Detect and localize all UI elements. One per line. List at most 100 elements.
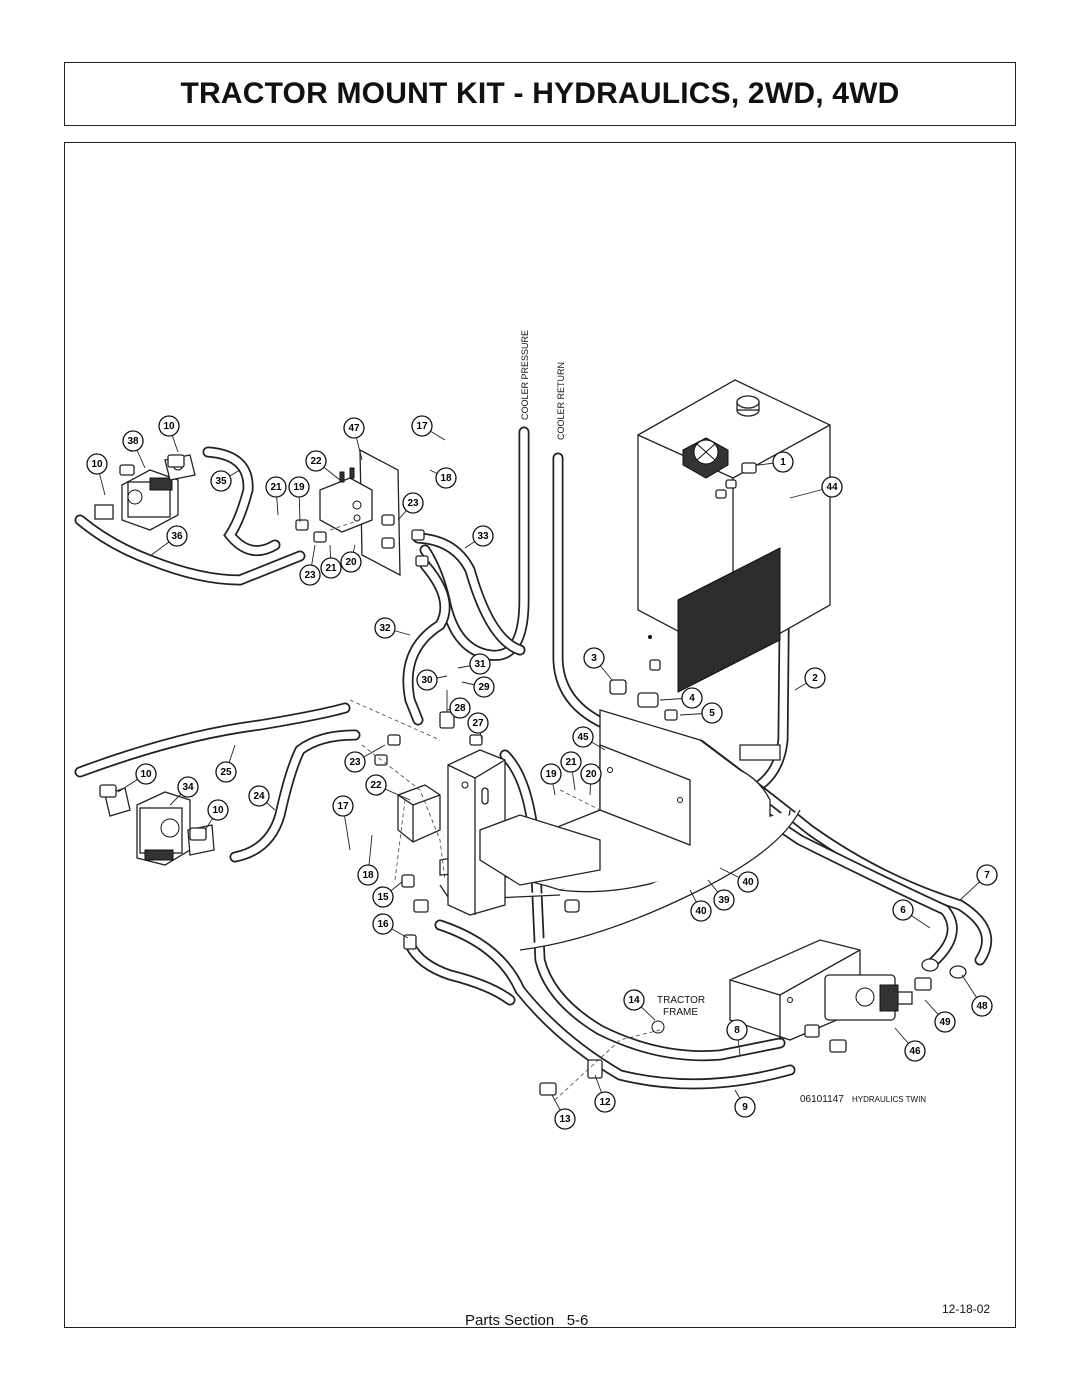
callout-balloon: [554, 1108, 576, 1130]
callout-23: 23: [344, 744, 386, 773]
callout-number: 1: [780, 457, 786, 468]
callout-balloon: [713, 889, 735, 911]
callout-number: 27: [472, 718, 484, 729]
callout-balloon: [734, 1096, 756, 1118]
callout-5: 5: [679, 702, 723, 724]
callout-balloon: [215, 761, 237, 783]
callout-balloon: [320, 557, 342, 579]
callout-balloon: [726, 1019, 748, 1041]
valve-lower: [397, 784, 441, 843]
callout-balloon: [583, 647, 605, 669]
callout-balloon: [772, 451, 794, 473]
callout-7: 7: [959, 864, 998, 901]
callout-number: 23: [349, 757, 361, 768]
callout-number: 3: [591, 653, 597, 664]
callout-number: 18: [440, 473, 452, 484]
callout-number: 22: [310, 456, 322, 467]
callout-balloon: [560, 751, 582, 773]
callout-number: 10: [140, 769, 152, 780]
callout-17: 17: [411, 415, 446, 441]
callout-balloon: [594, 1091, 616, 1113]
callout-balloon: [540, 763, 562, 785]
callout-46: 46: [894, 1027, 926, 1062]
callout-number: 36: [171, 531, 183, 542]
callout-number: 10: [163, 421, 175, 432]
callout-number: 16: [377, 919, 389, 930]
callout-balloon: [207, 799, 229, 821]
callout-balloon: [469, 653, 491, 675]
callout-number: 35: [215, 476, 227, 487]
callout-number: 18: [362, 870, 374, 881]
callout-32: 32: [374, 617, 411, 639]
cooler-return-label: COOLER RETURN: [556, 362, 566, 440]
callout-number: 23: [407, 498, 419, 509]
callout-balloon: [365, 774, 387, 796]
callout-number: 12: [599, 1097, 611, 1108]
callout-balloon: [402, 492, 424, 514]
callout-number: 15: [377, 892, 389, 903]
callout-balloon: [681, 687, 703, 709]
callout-38: 38: [122, 430, 146, 469]
callout-number: 45: [577, 732, 589, 743]
callout-10: 10: [158, 415, 180, 453]
callout-balloon: [305, 450, 327, 472]
callout-8: 8: [726, 1019, 748, 1056]
callout-number: 23: [304, 570, 316, 581]
callout-balloon: [737, 871, 759, 893]
callout-balloon: [892, 899, 914, 921]
callout-number: 38: [127, 436, 139, 447]
callout-34: 34: [169, 776, 199, 806]
hoses: [74, 426, 993, 1090]
callout-balloon: [372, 886, 394, 908]
callout-27: 27: [467, 712, 489, 741]
callout-40: 40: [689, 889, 712, 922]
page-title: TRACTOR MOUNT KIT - HYDRAULICS, 2WD, 4WD: [180, 77, 900, 110]
callout-10: 10: [86, 453, 108, 496]
callout-2: 2: [794, 667, 826, 691]
callout-18: 18: [357, 834, 379, 886]
callout-25: 25: [215, 744, 237, 783]
callout-balloon: [340, 551, 362, 573]
callout-number: 46: [909, 1046, 921, 1057]
callout-balloon: [701, 702, 723, 724]
callout-20: 20: [580, 763, 602, 796]
callout-20: 20: [340, 544, 362, 573]
callout-balloon: [623, 989, 645, 1011]
callout-17: 17: [332, 795, 354, 851]
callout-29: 29: [461, 676, 495, 698]
callout-24: 24: [248, 785, 276, 811]
callout-number: 25: [220, 767, 232, 778]
callout-number: 2: [812, 673, 818, 684]
callout-balloon: [976, 864, 998, 886]
callout-48: 48: [961, 974, 993, 1017]
callout-balloon: [821, 476, 843, 498]
callout-balloon: [158, 415, 180, 437]
footer-date: 12-18-02: [942, 1302, 991, 1316]
callout-10: 10: [204, 799, 229, 831]
pump-lower: [104, 787, 215, 866]
callout-number: 40: [742, 877, 754, 888]
callout-15: 15: [372, 881, 403, 908]
callout-47: 47: [343, 417, 365, 461]
callout-balloon: [344, 751, 366, 773]
callout-40: 40: [719, 867, 759, 893]
cooler-pressure-label: COOLER PRESSURE: [520, 330, 530, 420]
callout-number: 32: [379, 623, 391, 634]
callout-number: 19: [293, 482, 305, 493]
callout-12: 12: [594, 1074, 616, 1113]
callout-13: 13: [551, 1094, 576, 1130]
tractor-frame-label-line1: TRACTOR: [657, 995, 705, 1006]
callout-number: 24: [253, 791, 265, 802]
callout-balloon: [449, 697, 471, 719]
callout-45: 45: [572, 726, 606, 751]
callout-9: 9: [734, 1089, 756, 1118]
callout-number: 31: [474, 659, 486, 670]
callout-balloon: [472, 525, 494, 547]
callout-balloon: [435, 467, 457, 489]
callout-30: 30: [416, 669, 448, 691]
callout-36: 36: [149, 525, 188, 557]
callout-number: 48: [976, 1001, 988, 1012]
callout-3: 3: [583, 647, 613, 681]
callout-number: 22: [370, 780, 382, 791]
